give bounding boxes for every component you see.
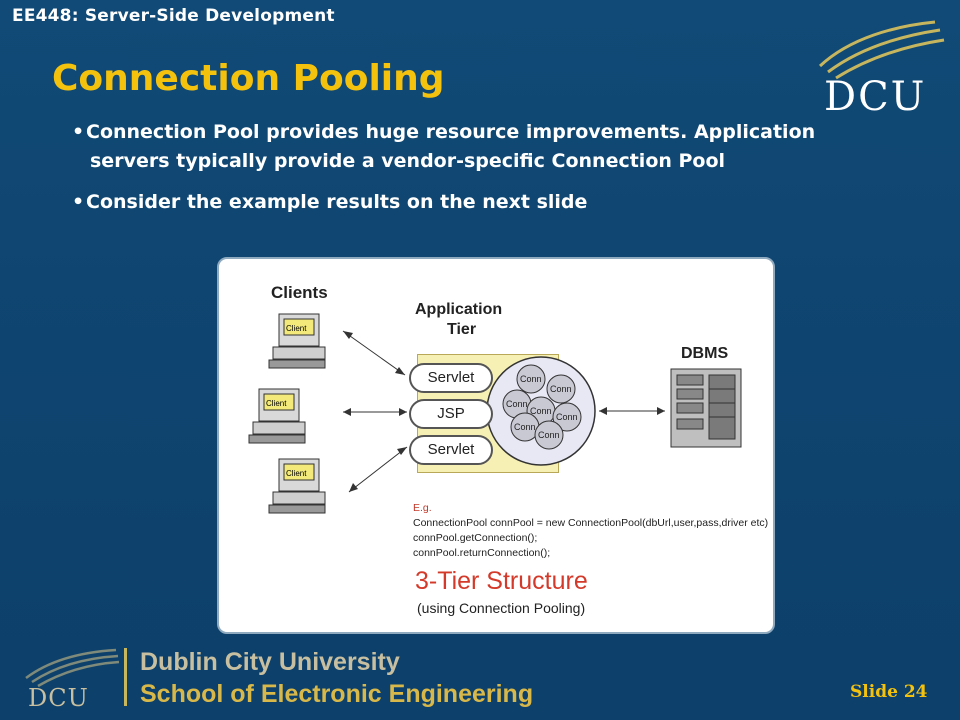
bullet-item: •Consider the example results on the nex…: [72, 191, 588, 213]
bullet-1-line-1: Connection Pool provides huge resource i…: [86, 121, 816, 143]
connection-arrow: [342, 330, 406, 376]
bullet-item: •Connection Pool provides huge resource …: [72, 118, 912, 176]
dcu-footer-logo-text: DCU: [28, 684, 89, 710]
app-tier-label-1: Application: [415, 301, 503, 318]
slide-title: Connection Pooling: [52, 58, 445, 99]
clients-label: Clients: [271, 283, 328, 302]
client-box-label: Client: [286, 324, 307, 333]
client-computer-icon: Client: [268, 313, 326, 369]
dcu-logo: DCU: [818, 20, 945, 118]
connection-arrow: [348, 446, 408, 493]
code-example: E.g. ConnectionPool connPool = new Conne…: [413, 501, 768, 561]
client-computer-icon: Client: [248, 388, 306, 444]
dbms-label: DBMS: [681, 345, 729, 362]
database-server-icon: [670, 368, 742, 448]
conn-label: Conn: [538, 430, 560, 440]
client-box-label: Client: [266, 399, 287, 408]
code-line: connPool.getConnection();: [413, 532, 538, 544]
client-box-label: Client: [286, 469, 307, 478]
course-title: EE448: Server-Side Development: [12, 6, 335, 26]
code-line: ConnectionPool connPool = new Connection…: [413, 517, 769, 529]
code-line: connPool.returnConnection();: [413, 547, 551, 559]
client-computer-icon: Client: [268, 458, 326, 514]
bullet-list: •Connection Pool provides huge resource …: [72, 118, 912, 229]
code-eg-label: E.g.: [413, 502, 432, 514]
conn-label: Conn: [556, 412, 578, 422]
conn-label: Conn: [506, 399, 528, 409]
footer-divider: [124, 648, 127, 706]
conn-label: Conn: [550, 384, 572, 394]
servlet-box: Servlet: [409, 363, 493, 393]
slide-number: Slide 24: [850, 682, 928, 702]
school-name: School of Electronic Engineering: [140, 680, 534, 708]
conn-label: Conn: [514, 422, 536, 432]
university-name: Dublin City University: [140, 648, 400, 676]
structure-subtitle: (using Connection Pooling): [417, 600, 586, 616]
diagram-graphics: Client Client Client: [248, 313, 742, 514]
dcu-logo-text: DCU: [824, 74, 926, 118]
conn-label: Conn: [530, 406, 552, 416]
bullet-2-line-1: Consider the example results on the next…: [86, 191, 588, 213]
structure-title: 3-Tier Structure: [415, 567, 588, 595]
architecture-diagram: Clients Application Tier DBMS Client Cli…: [217, 257, 775, 634]
dcu-footer-logo: DCU: [25, 648, 120, 710]
app-tier-label-2: Tier: [447, 321, 477, 338]
conn-label: Conn: [520, 374, 542, 384]
bullet-1-line-2: servers typically provide a vendor-speci…: [90, 150, 726, 172]
servlet-box: Servlet: [409, 435, 493, 465]
jsp-box: JSP: [409, 399, 493, 429]
